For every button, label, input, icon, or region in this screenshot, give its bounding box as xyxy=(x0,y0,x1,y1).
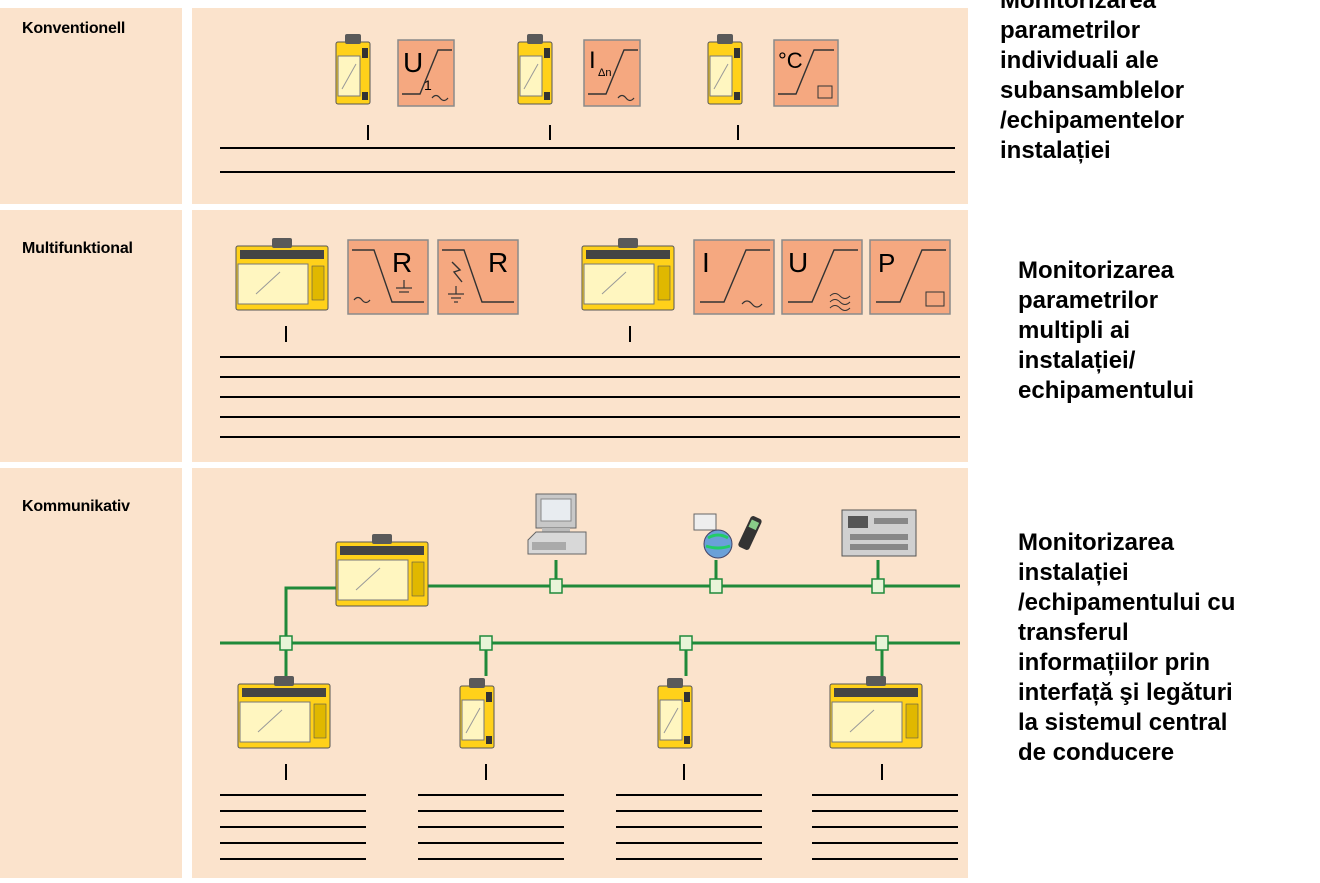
computer-icon xyxy=(527,493,587,555)
symbol-undervoltage: U 1 xyxy=(397,39,455,107)
device-group-5: I U P xyxy=(581,237,951,342)
symbol-letter: I xyxy=(702,247,710,278)
symbol-voltage: U xyxy=(781,239,863,315)
row-label-area xyxy=(0,468,182,878)
row1-description: Monitorizarea parametrilor individuali a… xyxy=(1000,0,1184,166)
row1-lines xyxy=(220,147,955,173)
desc-line: individuali ale xyxy=(1000,47,1159,74)
desc-line: interfață şi legături xyxy=(1018,679,1233,706)
desc-line: parametrilor xyxy=(1018,287,1159,314)
desc-line: de conducere xyxy=(1018,739,1175,766)
desc-line: instalației xyxy=(1000,137,1111,164)
desc-line: instalației/ xyxy=(1018,347,1136,374)
desc-line: subansamblelor xyxy=(1000,77,1185,104)
relay-device-icon xyxy=(657,677,693,749)
symbol-letter: U xyxy=(788,247,808,278)
row3-lines xyxy=(220,794,958,860)
relay-device-icon xyxy=(335,33,371,105)
relay-device-icon xyxy=(517,33,553,105)
symbol-letter: P xyxy=(878,248,895,278)
row-label-area xyxy=(0,8,182,204)
mobile-phone-icon xyxy=(738,516,762,550)
row3-connectors xyxy=(285,764,883,780)
symbol-letter: I xyxy=(589,47,596,74)
relay-device-icon xyxy=(829,675,923,749)
device-group-3: °C xyxy=(707,33,839,140)
row3-description: Monitorizarea instalației /echipamentulu… xyxy=(1018,528,1235,768)
desc-line: instalației xyxy=(1018,559,1129,586)
symbol-letter: U xyxy=(403,47,423,78)
row-label: Kommunikativ xyxy=(22,498,130,515)
symbol-subscript: 1 xyxy=(424,77,432,93)
symbol-letter: R xyxy=(392,247,412,278)
row2-lines xyxy=(220,356,960,438)
desc-line: transferul xyxy=(1018,619,1129,646)
desc-line: parametrilor xyxy=(1000,17,1141,44)
symbol-subscript: Δn xyxy=(598,67,611,79)
relay-device-icon xyxy=(707,33,743,105)
network-globe-icon xyxy=(693,513,733,559)
row-label-area xyxy=(0,210,182,462)
desc-line: la sistemul central xyxy=(1018,709,1228,736)
row-label: Multifunktional xyxy=(22,240,133,257)
bus-network xyxy=(220,560,960,676)
desc-line: Monitorizarea xyxy=(1018,257,1175,284)
symbol-temperature: °C xyxy=(773,39,839,107)
desc-line: Monitorizarea xyxy=(1018,529,1175,556)
relay-device-icon xyxy=(237,675,331,749)
desc-line: informațiilor prin xyxy=(1018,649,1210,676)
relay-device-icon xyxy=(459,677,495,749)
symbol-letter: °C xyxy=(778,48,803,73)
device-group-4: R R xyxy=(235,237,519,342)
device-group-2: I Δn xyxy=(517,33,641,140)
symbol-insulation-resistance: R xyxy=(347,239,429,315)
desc-line: Monitorizarea xyxy=(1000,0,1157,14)
symbol-letter: R xyxy=(488,247,508,278)
desc-line: /echipamentului cu xyxy=(1018,589,1236,616)
row2-description: Monitorizarea parametrilor multipli ai i… xyxy=(1018,256,1194,406)
relay-device-icon xyxy=(581,237,675,311)
desc-line: echipamentului xyxy=(1018,377,1195,404)
symbol-power: P xyxy=(869,239,951,315)
row-label: Konventionell xyxy=(22,20,126,37)
device-group-1: U 1 xyxy=(335,33,455,140)
desc-line: multipli ai xyxy=(1018,317,1131,344)
symbol-residual-current: I Δn xyxy=(583,39,641,107)
symbol-earth-fault: R xyxy=(437,239,519,315)
control-panel-icon xyxy=(841,509,917,557)
symbol-current: I xyxy=(693,239,775,315)
relay-device-icon xyxy=(335,533,429,607)
relay-device-icon xyxy=(235,237,329,311)
desc-line: /echipamentelor xyxy=(1000,107,1185,134)
